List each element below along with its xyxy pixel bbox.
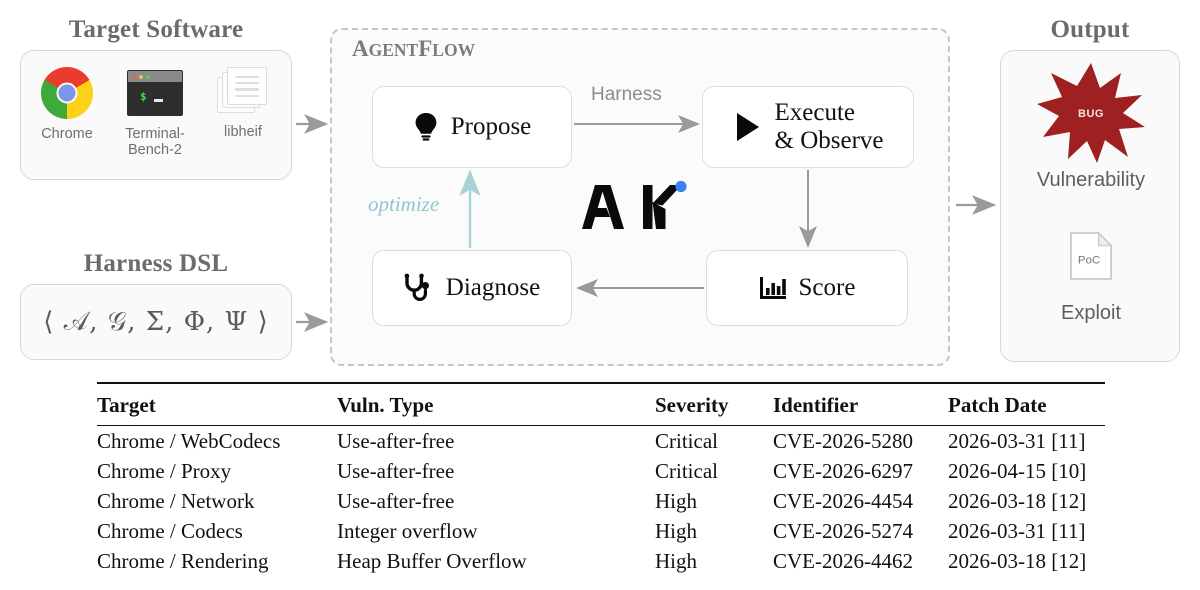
table-header-row: Target Vuln. Type Severity Identifier Pa… bbox=[97, 383, 1105, 426]
table-cell-identifier: CVE-2026-6297 bbox=[773, 458, 913, 483]
flow-node-label-propose: Propose bbox=[450, 113, 532, 140]
flow-node-propose[interactable]: Propose bbox=[372, 86, 572, 168]
table-cell-target: Chrome / Proxy bbox=[97, 458, 232, 483]
table-cell-target: Chrome / Rendering bbox=[97, 548, 269, 573]
table-col-severity: Severity bbox=[655, 393, 729, 417]
table-cell-severity: Critical bbox=[655, 458, 718, 483]
software-label-chrome: Chrome bbox=[41, 126, 93, 142]
table-cell-patch-date: 2026-03-31 [11] bbox=[948, 428, 1086, 453]
harness-dsl-tuple: ⟨ 𝒜, 𝒢, Σ, Φ, Ψ ⟩ bbox=[43, 306, 269, 337]
terminal-prompt: $ bbox=[140, 90, 147, 103]
poc-file-icon: PoC bbox=[1069, 231, 1113, 280]
table-cell-target: Chrome / Codecs bbox=[97, 518, 243, 543]
harness-dsl-panel: ⟨ 𝒜, 𝒢, Σ, Φ, Ψ ⟩ bbox=[20, 284, 292, 360]
software-item-terminal: $ Terminal- Bench-2 bbox=[113, 65, 197, 158]
table-col-target: Target bbox=[97, 393, 156, 417]
flow-node-label-diagnose: Diagnose bbox=[445, 274, 541, 301]
bug-badge-text: BUG bbox=[1078, 108, 1104, 120]
flow-node-diagnose[interactable]: Diagnose bbox=[372, 250, 572, 326]
agentflow-title-gent: GENT bbox=[368, 40, 419, 60]
target-software-heading: Target Software bbox=[68, 16, 244, 43]
vulnerabilities-table: Target Vuln. Type Severity Identifier Pa… bbox=[97, 382, 1105, 576]
flow-node-label-execute: Execute & Observe bbox=[774, 99, 884, 154]
table-cell-patch-date: 2026-04-15 [10] bbox=[948, 458, 1087, 483]
terminal-cursor bbox=[154, 99, 163, 102]
output-heading: Output bbox=[1050, 16, 1130, 43]
table-cell-identifier: CVE-2026-4462 bbox=[773, 548, 913, 573]
agentflow-title-f: F bbox=[418, 36, 433, 61]
table-cell-target: Chrome / WebCodecs bbox=[97, 428, 281, 453]
table-cell-vuln-type: Heap Buffer Overflow bbox=[337, 548, 527, 573]
output-label-exploit: Exploit bbox=[1060, 302, 1122, 324]
table-cell-patch-date: 2026-03-31 [11] bbox=[948, 518, 1086, 543]
stethoscope-icon bbox=[404, 273, 429, 301]
table-cell-identifier: CVE-2026-4454 bbox=[773, 488, 913, 513]
harness-dsl-heading: Harness DSL bbox=[83, 250, 229, 277]
bug-star-icon: BUG bbox=[1037, 63, 1145, 163]
terminal-titlebar bbox=[128, 71, 182, 82]
table-col-vuln-type: Vuln. Type bbox=[337, 393, 434, 417]
table-row: Chrome / Codecs Integer overflow High CVE-2… bbox=[97, 516, 1105, 546]
table-cell-vuln-type: Use-after-free bbox=[337, 458, 455, 483]
flow-node-label-score: Score bbox=[798, 274, 856, 301]
flow-node-score[interactable]: Score bbox=[706, 250, 908, 326]
table-row: Chrome / WebCodecs Use-after-free Critical… bbox=[97, 426, 1105, 457]
lightbulb-icon bbox=[415, 113, 437, 141]
software-label-libheif: libheif bbox=[224, 124, 262, 140]
agentflow-title: AGENTFLOW bbox=[352, 36, 475, 62]
table-cell-identifier: CVE-2026-5280 bbox=[773, 428, 913, 453]
chrome-icon bbox=[25, 65, 109, 121]
table-cell-vuln-type: Use-after-free bbox=[337, 488, 455, 513]
table-cell-identifier: CVE-2026-5274 bbox=[773, 518, 913, 543]
output-item-exploit: PoC Exploit bbox=[1001, 231, 1181, 325]
table-row: Chrome / Network Use-after-free High CVE-20… bbox=[97, 486, 1105, 516]
bar-chart-icon bbox=[759, 277, 786, 299]
table-cell-vuln-type: Use-after-free bbox=[337, 428, 455, 453]
output-label-vulnerability: Vulnerability bbox=[1036, 169, 1146, 191]
table-cell-severity: High bbox=[655, 518, 697, 543]
table-cell-target: Chrome / Network bbox=[97, 488, 255, 513]
software-label-terminal: Terminal- Bench-2 bbox=[125, 126, 185, 158]
software-item-libheif: libheif bbox=[201, 63, 285, 140]
flow-node-execute[interactable]: Execute & Observe bbox=[702, 86, 914, 168]
edge-label-harness: Harness bbox=[591, 84, 662, 105]
table-cell-severity: High bbox=[655, 488, 697, 513]
table-row: Chrome / Rendering Heap Buffer Overflow Hi… bbox=[97, 546, 1105, 576]
table-row: Chrome / Proxy Use-after-free Critical CVE-… bbox=[97, 456, 1105, 486]
documents-icon bbox=[201, 63, 285, 119]
table-cell-patch-date: 2026-03-18 [12] bbox=[948, 488, 1087, 513]
table-cell-severity: Critical bbox=[655, 428, 718, 453]
logo-dot bbox=[675, 180, 687, 193]
table-col-identifier: Identifier bbox=[773, 393, 859, 417]
output-item-vulnerability: BUG Vulnerability bbox=[1001, 61, 1181, 192]
target-software-panel: Chrome $ Terminal- Bench-2 bbox=[20, 50, 292, 180]
software-item-chrome: Chrome bbox=[25, 65, 109, 142]
table-cell-severity: High bbox=[655, 548, 697, 573]
anthropic-logo bbox=[582, 185, 624, 229]
model-logos bbox=[582, 180, 687, 229]
table-cell-patch-date: 2026-03-18 [12] bbox=[948, 548, 1087, 573]
table-col-patch-date: Patch Date bbox=[948, 393, 1047, 417]
edge-label-optimize: optimize bbox=[368, 192, 440, 216]
agentflow-title-low: LOW bbox=[432, 40, 476, 60]
output-panel: BUG Vulnerability PoC Exploit bbox=[1000, 50, 1180, 362]
kimi-logo bbox=[643, 180, 687, 229]
play-icon bbox=[736, 113, 759, 141]
agentflow-title-a: A bbox=[352, 36, 369, 61]
table-cell-vuln-type: Integer overflow bbox=[337, 518, 478, 543]
terminal-icon: $ bbox=[113, 65, 197, 121]
poc-badge-text: PoC bbox=[1078, 255, 1100, 267]
